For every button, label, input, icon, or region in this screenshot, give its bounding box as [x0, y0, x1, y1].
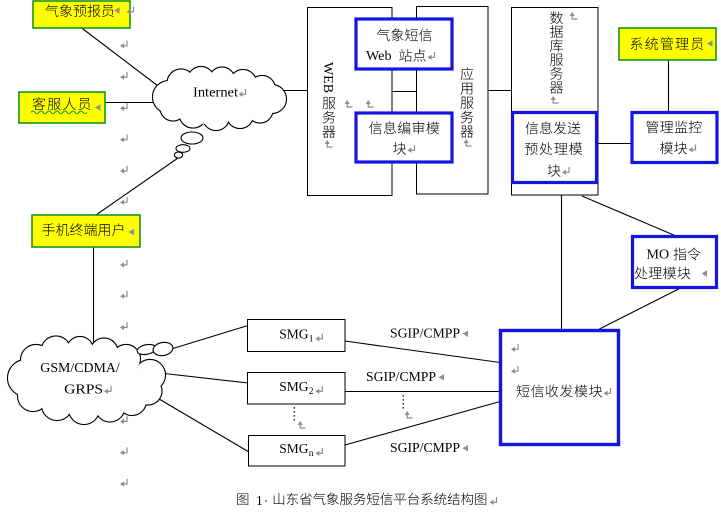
svg-text:GRPS: GRPS [64, 382, 103, 397]
svg-text:WEB: WEB [321, 62, 336, 93]
svg-text:SMG: SMG [279, 327, 309, 342]
svg-text:Web: Web [366, 48, 392, 63]
svg-text:GSM/CDMA/: GSM/CDMA/ [40, 360, 120, 375]
svg-text:1: 1 [309, 335, 314, 345]
svg-text:1: 1 [256, 493, 263, 508]
svg-text:SMG: SMG [279, 441, 309, 456]
svg-text:n: n [309, 449, 314, 459]
svg-text:SGIP/CMPP: SGIP/CMPP [390, 326, 460, 341]
svg-text:SGIP/CMPP: SGIP/CMPP [390, 440, 460, 455]
svg-text:SGIP/CMPP: SGIP/CMPP [366, 369, 436, 384]
svg-text:MO: MO [647, 248, 670, 263]
svg-text:Internet: Internet [193, 85, 238, 100]
svg-text:2: 2 [309, 387, 314, 397]
svg-text:SMG: SMG [279, 379, 309, 394]
